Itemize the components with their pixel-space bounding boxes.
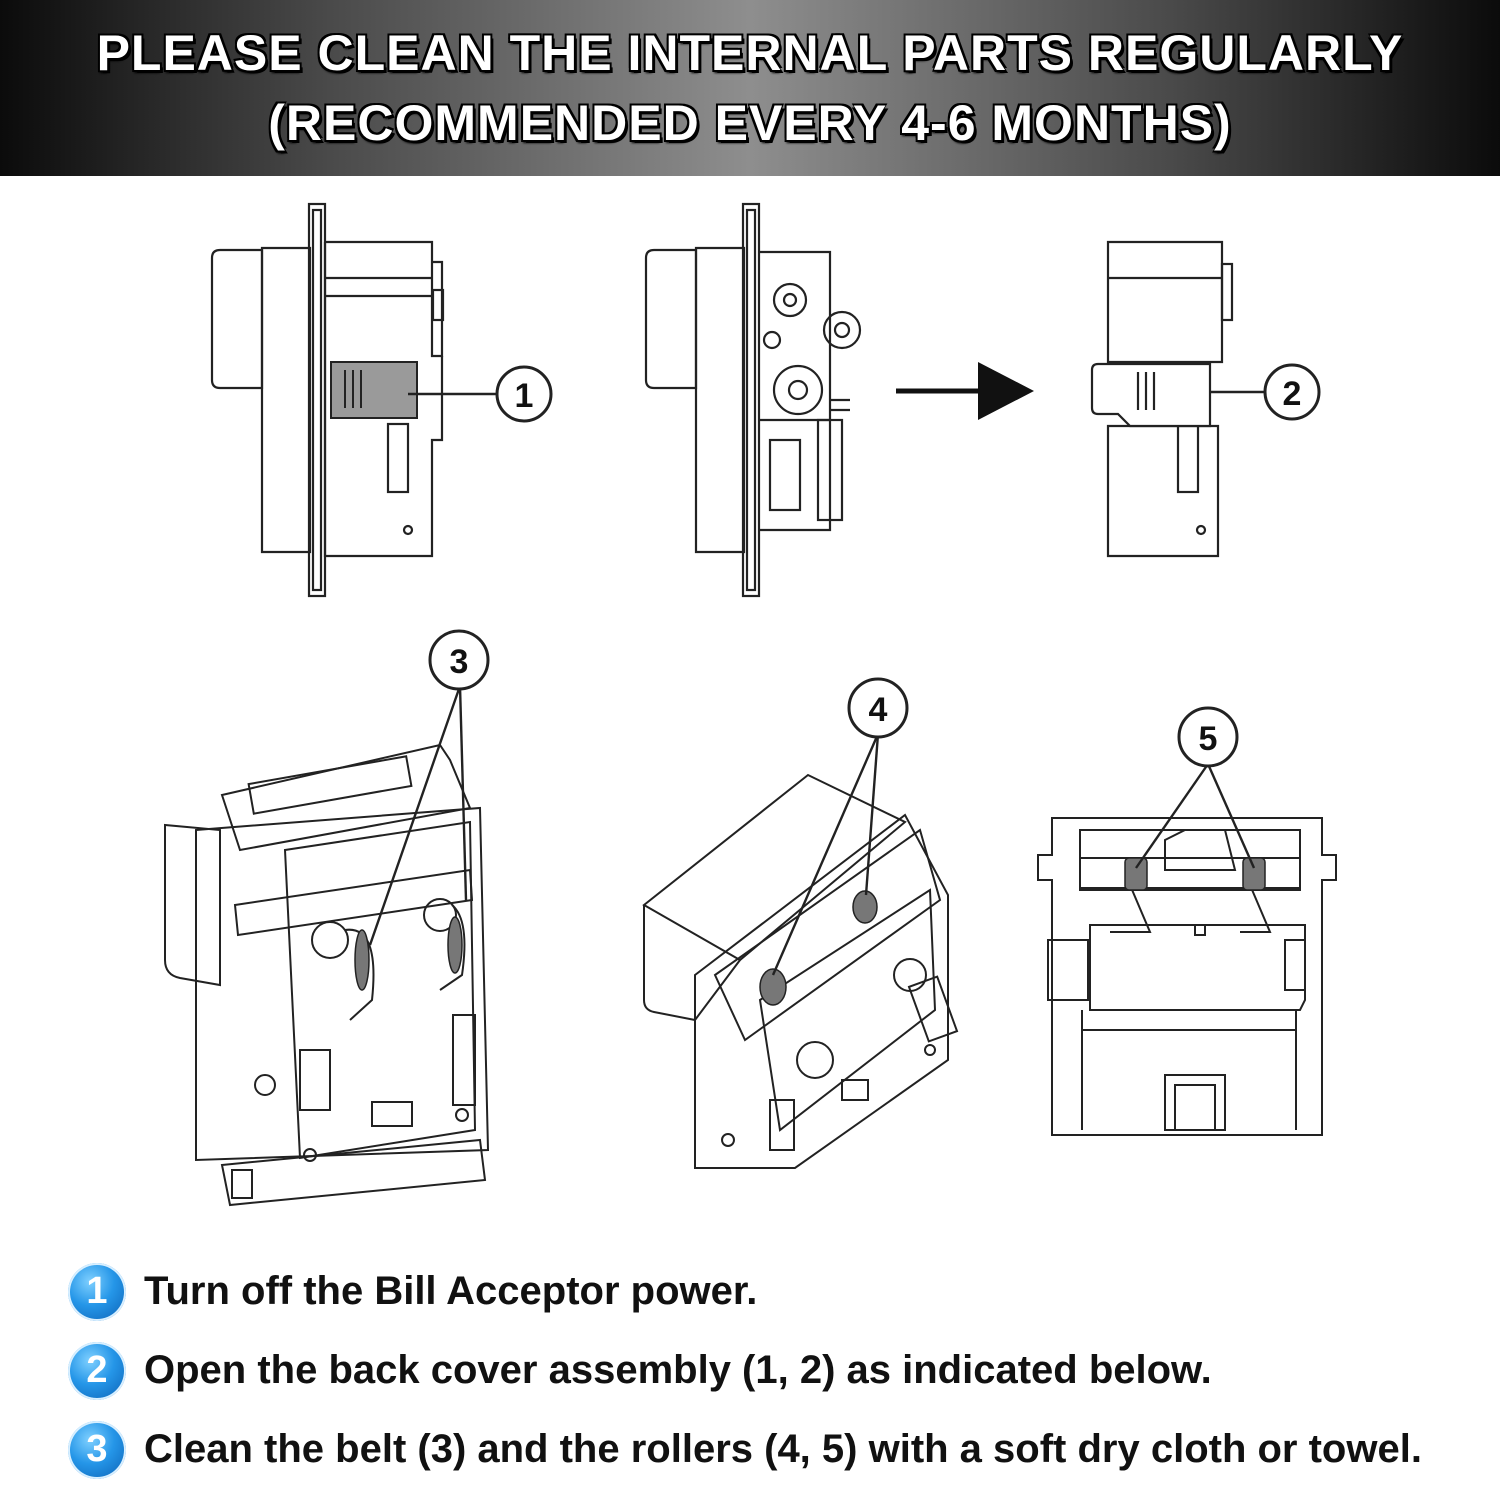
leader-lines-4 xyxy=(771,733,880,976)
header-banner: PLEASE CLEAN THE INTERNAL PARTS REGULARL… xyxy=(0,0,1500,176)
leader-lines-3 xyxy=(368,685,468,946)
svg-text:2: 2 xyxy=(1283,375,1302,413)
header-title-line-2: (RECOMMENDED EVERY 4-6 MONTHS) xyxy=(268,95,1232,151)
svg-text:3: 3 xyxy=(450,643,469,681)
step-2-badge: 2 xyxy=(68,1341,126,1400)
step-2: 2 Open the back cover assembly (1, 2) as… xyxy=(68,1331,1488,1410)
leader-lines-5 xyxy=(1135,763,1256,869)
feed-rollers-highlight xyxy=(759,890,878,1006)
pressure-rollers-highlight xyxy=(1124,857,1266,891)
cover-latch-1 xyxy=(330,361,418,419)
belt-assembly-view xyxy=(164,743,490,1207)
step-1-text: Turn off the Bill Acceptor power. xyxy=(144,1269,758,1313)
svg-text:4: 4 xyxy=(869,691,888,729)
svg-text:5: 5 xyxy=(1199,720,1218,758)
callout-1: 1 xyxy=(495,365,553,423)
next-step-arrow xyxy=(896,362,1034,420)
step-3: 3 Clean the belt (3) and the rollers (4,… xyxy=(68,1410,1488,1489)
pressure-roller-view xyxy=(1037,817,1337,1136)
header-title-line-1: PLEASE CLEAN THE INTERNAL PARTS REGULARL… xyxy=(96,25,1404,81)
callout-2: 2 xyxy=(1263,363,1321,421)
side-view-open xyxy=(644,202,862,598)
side-view-closed xyxy=(210,202,445,598)
callout-3: 3 xyxy=(428,629,490,691)
cover-latch-2 xyxy=(1090,362,1212,428)
bill-acceptor-diagrams: 1 xyxy=(164,202,1337,1207)
instruction-steps: 1 Turn off the Bill Acceptor power. 2 Op… xyxy=(68,1252,1488,1489)
step-3-text: Clean the belt (3) and the rollers (4, 5… xyxy=(144,1427,1422,1471)
svg-text:1: 1 xyxy=(515,377,534,415)
roller-assembly-view xyxy=(642,773,959,1169)
belt-rollers-highlight xyxy=(354,916,463,991)
step-1-badge: 1 xyxy=(68,1262,126,1321)
step-3-badge: 3 xyxy=(68,1420,126,1479)
step-1: 1 Turn off the Bill Acceptor power. xyxy=(68,1252,1488,1331)
callout-5: 5 xyxy=(1177,706,1239,768)
step-2-text: Open the back cover assembly (1, 2) as i… xyxy=(144,1348,1212,1392)
callout-4: 4 xyxy=(847,677,909,739)
